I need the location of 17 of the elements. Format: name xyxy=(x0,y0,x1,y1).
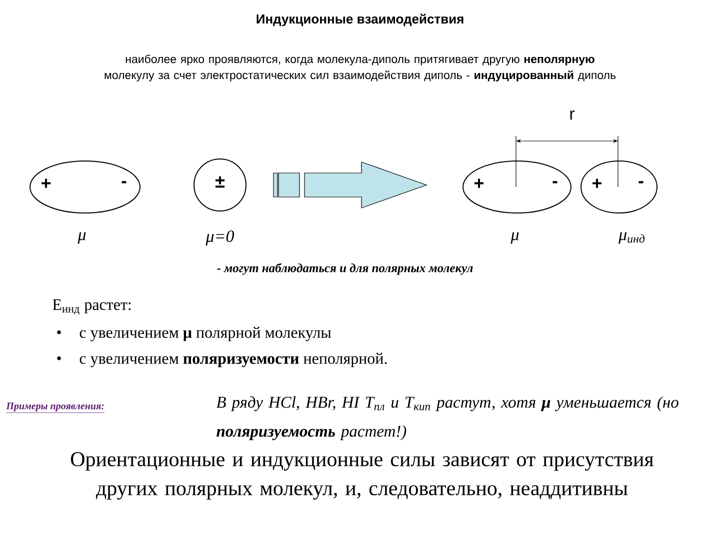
examples-link: Примеры проявления: xyxy=(6,402,105,413)
bullet-text: с увеличением поляризуемости неполярной. xyxy=(80,352,387,368)
block-arrow xyxy=(273,162,428,208)
heading-text: E$_{инд}$ растет: xyxy=(52,299,131,315)
slide-title: Индукционные взаимодействия xyxy=(256,14,464,26)
dipole-label: μ=0 xyxy=(206,230,234,246)
bullet-mark: • xyxy=(57,356,61,360)
dipole-label: μ$_{инд}$ xyxy=(618,232,645,244)
dipole-label: μ xyxy=(510,232,519,244)
intro-text: наиболее ярко проявляются, когда молекула-диполь притягивает другую неполярную молекулу за счет электростатических сил взаимодействия диполь - индуцированный диполь xyxy=(104,54,616,82)
dipole-label: μ xyxy=(78,232,86,244)
conclusion-text: Ориентационные и индукционные силы зависят от присутствия других полярных молекул, и, следовательно, неаддитивны xyxy=(70,452,654,500)
distance-label: r xyxy=(570,110,575,120)
bullet-text: с увеличением μ полярной молекулы xyxy=(80,326,331,342)
note-text: - могут наблюдаться и для полярных молекул xyxy=(217,263,473,275)
example-text: В ряду HCl, HBr, HI T$_{пл}$ и T$_{кип}$ растут, хотя μ уменьшается (но поляризуемость растет!) xyxy=(216,396,678,440)
bullet-mark: • xyxy=(57,330,61,334)
